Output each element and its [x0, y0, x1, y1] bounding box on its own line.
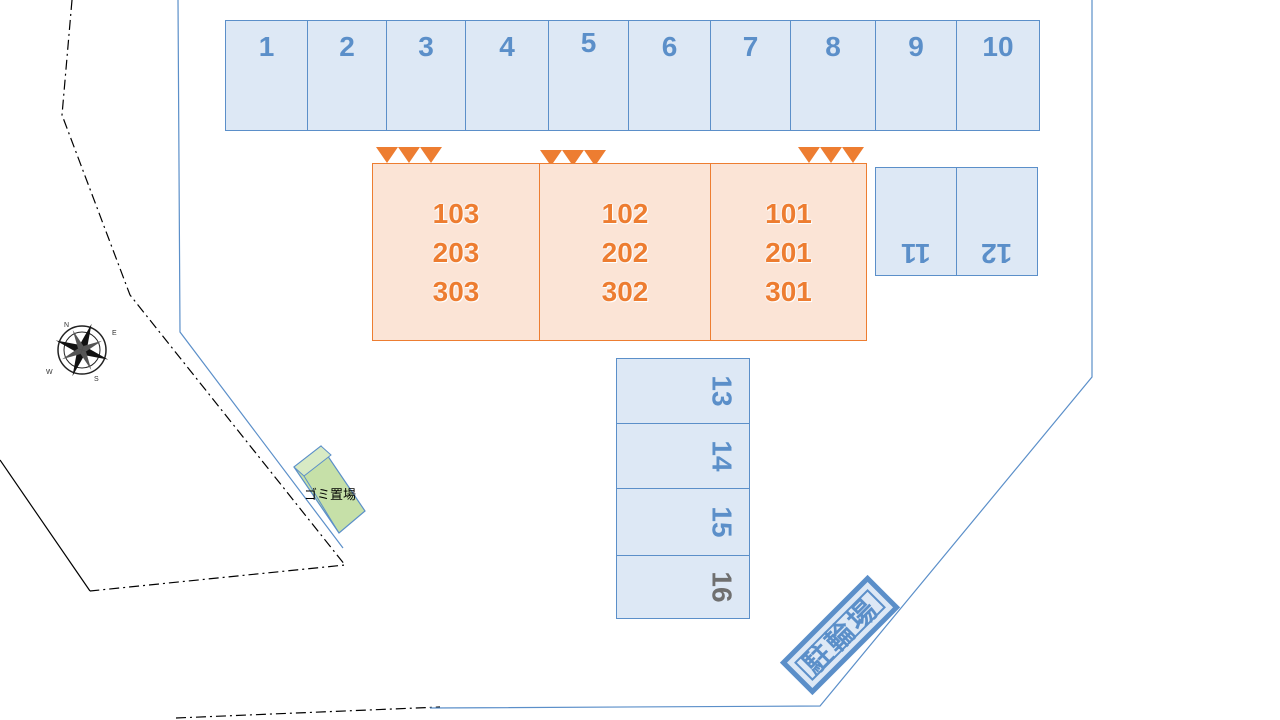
parking-space-2: 2 — [307, 20, 387, 131]
building-unit-101: 101 201 301 — [710, 163, 867, 341]
parking-space-5: 5 — [548, 20, 629, 131]
boundary-line-bottom — [175, 706, 441, 719]
room-label: 301 — [765, 275, 812, 307]
room-label: 101 — [765, 197, 812, 229]
garbage-area-label: ゴミ置場 — [304, 487, 357, 502]
parking-space-10: 10 — [956, 20, 1040, 131]
garbage-shed — [293, 445, 366, 534]
site-edge-right — [429, 0, 1093, 709]
boundary-line — [61, 0, 347, 592]
room-label: 102 — [601, 197, 649, 229]
room-label: 303 — [432, 275, 480, 307]
compass-letter-n: N — [64, 322, 69, 329]
parking-space-8: 8 — [790, 20, 876, 131]
parking-space-6: 6 — [628, 20, 711, 131]
parking-space-14: 14 — [616, 423, 750, 489]
parking-space-13: 13 — [616, 358, 750, 424]
compass-letter-e: E — [112, 330, 117, 337]
parking-space-15: 15 — [616, 488, 750, 556]
entrance-markers-right — [798, 147, 864, 163]
compass-letter-w: W — [46, 369, 53, 376]
building-unit-103: 103 203 303 — [372, 163, 540, 341]
parking-space-1: 1 — [225, 20, 308, 131]
room-label: 203 — [432, 236, 480, 268]
compass-letter-s: S — [94, 376, 99, 383]
road-edge-line — [0, 459, 91, 592]
parking-space-4: 4 — [465, 20, 549, 131]
room-label: 201 — [765, 236, 812, 268]
compass-icon: N E S W — [46, 322, 117, 383]
site-edge-left — [177, 0, 344, 549]
parking-space-12: 12 — [956, 167, 1038, 276]
parking-space-16: 16 — [616, 555, 750, 619]
parking-space-3: 3 — [386, 20, 466, 131]
building-unit-102: 102 202 302 — [539, 163, 711, 341]
parking-space-7: 7 — [710, 20, 791, 131]
room-label: 302 — [601, 275, 649, 307]
room-label: 103 — [432, 197, 480, 229]
parking-space-11: 11 — [875, 167, 957, 276]
entrance-markers-center — [540, 150, 606, 166]
room-label: 202 — [601, 236, 649, 268]
entrance-markers-left — [376, 147, 442, 163]
parking-space-9: 9 — [875, 20, 957, 131]
